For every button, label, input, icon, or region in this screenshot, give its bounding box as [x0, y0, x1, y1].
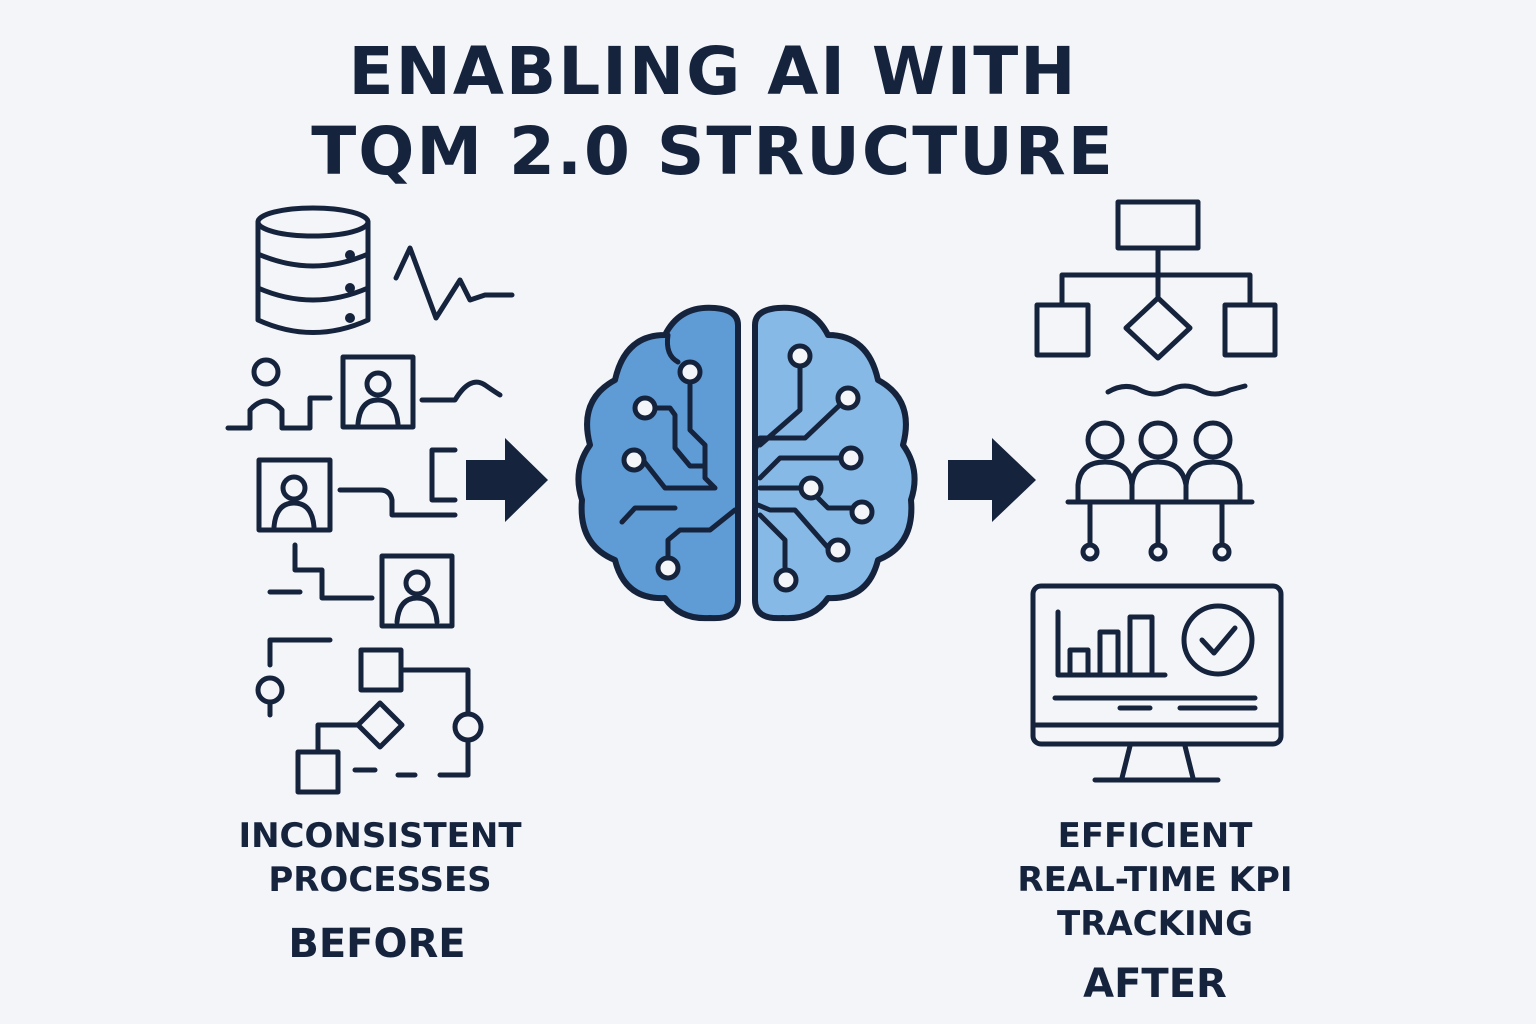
framed-person-icon: [379, 553, 455, 629]
wave-line-icon: [1105, 383, 1248, 397]
title-line-1: ENABLING AI WITH: [348, 33, 1078, 110]
connector-line: [337, 487, 458, 518]
arrow-right-icon: [466, 438, 548, 522]
connector-line: [267, 542, 375, 601]
framed-person-icon: [256, 457, 333, 533]
wave-line-icon: [419, 379, 503, 403]
after-caption-line-1: EFFICIENT: [1057, 816, 1253, 856]
pulse-line-icon: [393, 245, 515, 321]
messy-flowchart-icon: [255, 637, 484, 795]
before-label: BEFORE: [288, 921, 466, 967]
team-icon: [1065, 420, 1255, 562]
bracket-line: [429, 447, 458, 503]
title-line-2: TQM 2.0 STRUCTURE: [311, 113, 1115, 190]
after-caption-line-2: REAL-TIME KPI: [1017, 860, 1293, 900]
database-icon: [255, 205, 371, 335]
framed-person-icon: [340, 354, 416, 430]
brain-circuit-icon: [575, 304, 918, 622]
before-caption-line-1: INCONSISTENT: [238, 816, 522, 856]
after-caption-line-3: TRACKING: [1057, 904, 1253, 944]
person-icon: [225, 357, 333, 431]
before-caption-line-2: PROCESSES: [268, 860, 492, 900]
after-label: AFTER: [1083, 961, 1227, 1007]
arrow-right-icon: [948, 438, 1036, 522]
org-flowchart-icon: [1034, 199, 1278, 361]
kpi-dashboard-monitor-icon: [1030, 583, 1284, 783]
